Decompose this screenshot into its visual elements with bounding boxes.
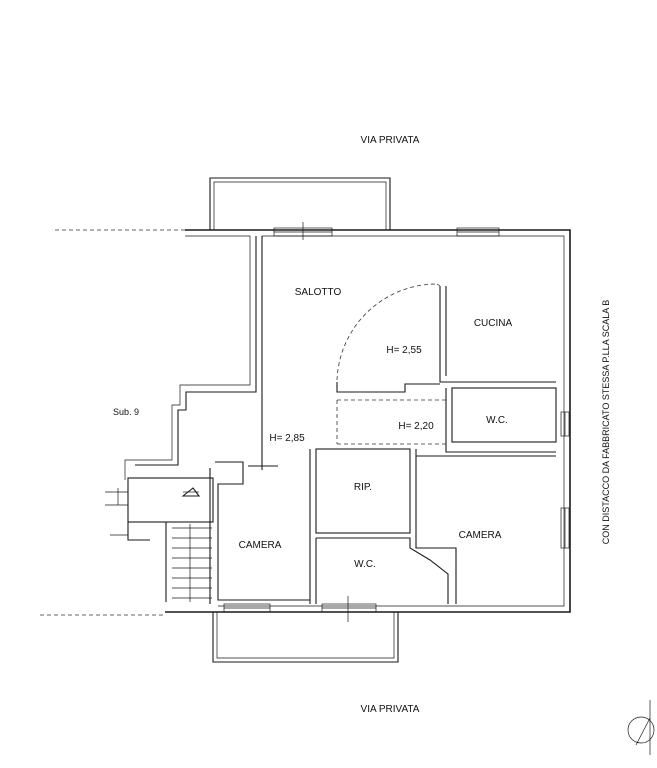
height-main: H= 2,85 [269,433,305,444]
windows [223,222,570,622]
room-rip: RIP. [354,482,372,493]
room-salotto: SALOTTO [295,287,342,298]
room-wc-upper: W.C. [486,415,508,426]
door-swing [336,283,441,381]
side-note: CON DISTACCO DA FABBRICATO STESSA P.LLA … [601,300,611,544]
street-top-label: VIA PRIVATA [361,135,420,146]
neighbour-label: Sub. 9 [113,407,139,417]
street-bottom-label: VIA PRIVATA [361,704,420,715]
stair-steps [172,524,212,602]
room-cucina: CUCINA [474,318,513,329]
room-camera-right: CAMERA [459,530,502,541]
height-corridor: H= 2,20 [398,421,434,432]
stair-block [105,477,214,602]
interior-walls [209,286,557,604]
north-arrow-icon [627,700,655,755]
bottom-balcony [212,612,399,663]
height-salotto: H= 2,55 [386,345,422,356]
property-lines [40,229,205,616]
room-wc-lower: W.C. [354,559,376,570]
room-camera-left: CAMERA [239,540,282,551]
top-balcony [209,177,391,230]
